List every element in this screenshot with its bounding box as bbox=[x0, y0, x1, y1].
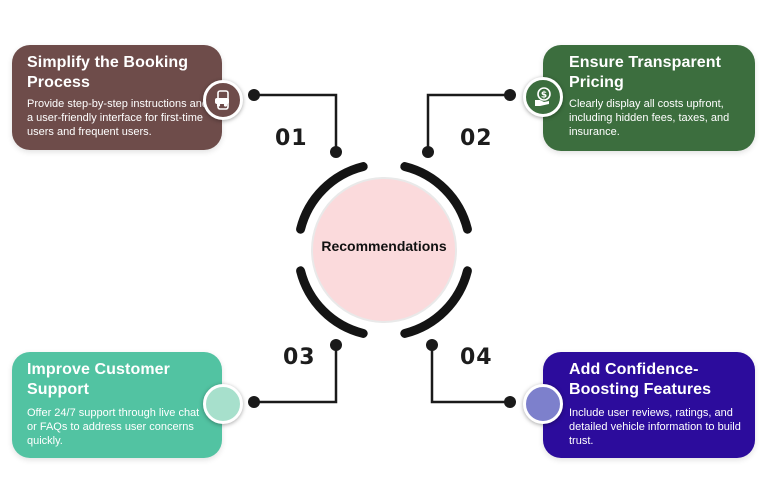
connector-03-inner-dot bbox=[330, 339, 342, 351]
card-description: Offer 24/7 support through live chat or … bbox=[27, 407, 200, 447]
connector-01 bbox=[254, 93, 338, 152]
connector-04 bbox=[430, 345, 510, 404]
svg-text:$: $ bbox=[541, 91, 547, 101]
card-transparent-pricing: Ensure Transparent Pricing Clearly displ… bbox=[543, 45, 755, 151]
ring-arc-bottom-left bbox=[296, 266, 368, 338]
ring-arc-top-left bbox=[296, 162, 368, 234]
connector-02-outer-dot bbox=[504, 89, 516, 101]
connector-dots bbox=[248, 89, 516, 408]
card-description: Provide step-by-step instructions and a … bbox=[27, 98, 208, 138]
card-title: Add Confidence-Boosting Features bbox=[569, 361, 712, 398]
card-description: Include user reviews, ratings, and detai… bbox=[569, 407, 741, 447]
step-number-03: 03 bbox=[283, 345, 316, 370]
card-title: Improve Customer Support bbox=[27, 361, 170, 398]
support-dot-icon bbox=[203, 384, 243, 424]
center-label: Recommendations bbox=[321, 238, 447, 254]
card-customer-support: Improve Customer Support Offer 24/7 supp… bbox=[12, 352, 222, 458]
step-number-02: 02 bbox=[460, 126, 493, 151]
step-number-04: 04 bbox=[460, 345, 493, 370]
features-dot-icon bbox=[523, 384, 563, 424]
car-booking-phone-icon bbox=[203, 80, 243, 120]
connector-02 bbox=[426, 93, 510, 152]
card-confidence-features: Add Confidence-Boosting Features Include… bbox=[543, 352, 755, 458]
connector-03 bbox=[254, 345, 338, 404]
ring-arc-bottom-right bbox=[400, 266, 472, 338]
price-coin-hand-icon: $ bbox=[523, 77, 563, 117]
connector-04-outer-dot bbox=[504, 396, 516, 408]
connector-01-inner-dot bbox=[330, 146, 342, 158]
card-title: Ensure Transparent Pricing bbox=[569, 54, 722, 91]
connector-lines bbox=[254, 93, 510, 404]
center-circle bbox=[311, 177, 457, 323]
connector-01-outer-dot bbox=[248, 89, 260, 101]
card-title: Simplify the Booking Process bbox=[27, 54, 189, 91]
card-description: Clearly display all costs upfront, inclu… bbox=[569, 98, 730, 138]
connector-03-outer-dot bbox=[248, 396, 260, 408]
ring-arc-top-right bbox=[400, 162, 472, 234]
card-simplify-booking: Simplify the Booking Process Provide ste… bbox=[12, 45, 222, 150]
connector-04-inner-dot bbox=[426, 339, 438, 351]
connector-02-inner-dot bbox=[422, 146, 434, 158]
step-number-01: 01 bbox=[275, 126, 308, 151]
center-ring bbox=[296, 162, 472, 338]
